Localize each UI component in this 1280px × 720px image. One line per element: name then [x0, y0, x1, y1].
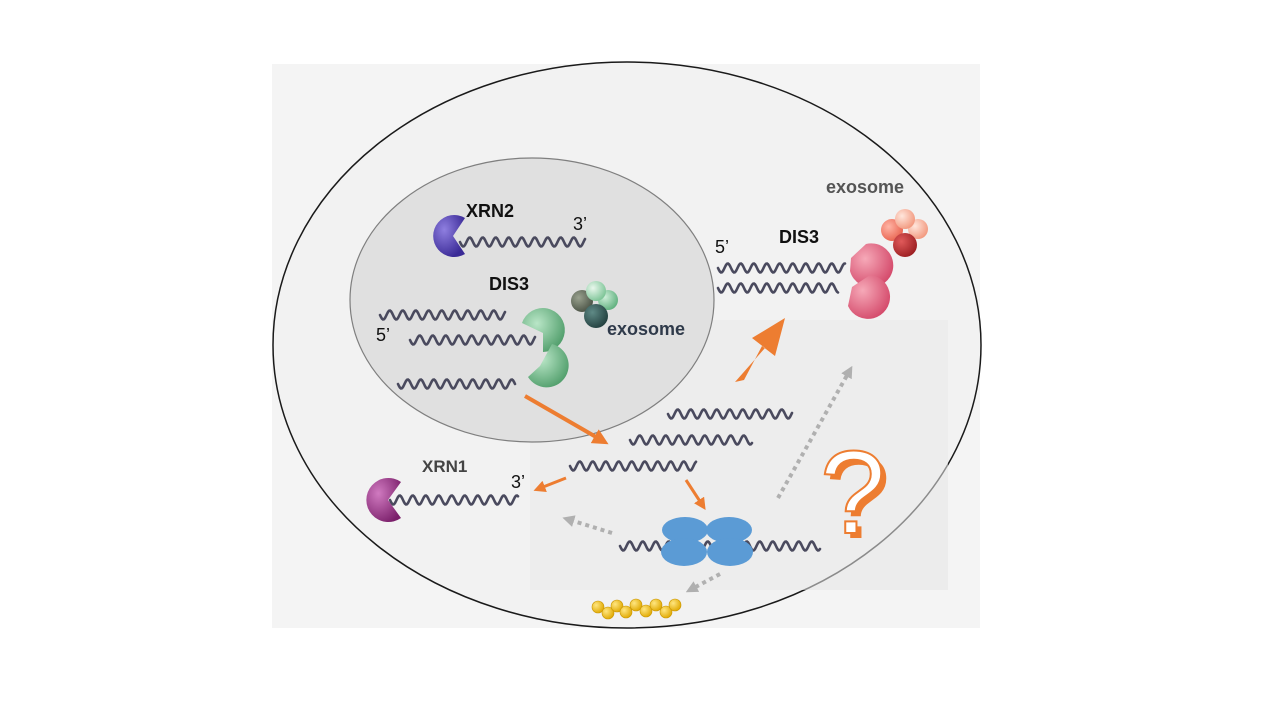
xrn2-enzyme	[433, 215, 465, 258]
rna-strand-nuc-2	[408, 334, 537, 346]
label-exosome-nucleus: exosome	[607, 319, 685, 339]
rna-strand-cyto-2	[628, 434, 754, 446]
label-xrn2: XRN2	[466, 201, 514, 221]
label-dis3-nucleus: DIS3	[489, 274, 529, 294]
label-three-prime-cytoplasm: 3’	[511, 472, 525, 492]
dotted-arrow-to-peptide	[685, 572, 721, 593]
peptide-bead	[610, 599, 624, 613]
question-mark: ? ?	[819, 426, 891, 564]
rna-strand-dis3-2	[716, 282, 840, 294]
dis3-cytoplasm-enzyme	[848, 243, 894, 319]
label-three-prime-nucleus: 3’	[573, 214, 587, 234]
rna-strand-nuc-3	[396, 378, 517, 390]
peptide-bead	[639, 604, 653, 618]
peptide-bead	[659, 605, 673, 619]
grey-dotted-arrows	[562, 365, 853, 593]
orange-arrows	[524, 318, 785, 511]
question-mark-shadow: ?	[825, 432, 891, 564]
peptide-bead	[629, 598, 643, 612]
rna-strand-dis3-1	[716, 262, 847, 274]
rna-strand-xrn2	[458, 236, 587, 248]
arrow-to-xrn1	[533, 476, 567, 492]
label-xrn1: XRN1	[422, 457, 467, 476]
arrow-to-ribosome	[684, 479, 706, 511]
rna-strands	[378, 236, 847, 552]
label-dis3-cytoplasm: DIS3	[779, 227, 819, 247]
exosome-cytoplasm-complex	[881, 209, 928, 257]
rna-strand-cyto-3	[568, 460, 698, 472]
dis3-nucleus-enzyme	[522, 308, 569, 388]
rna-strand-cyto-1	[666, 408, 794, 420]
exosome-nucleus-complex	[571, 281, 618, 328]
rna-strand-nuc-1	[378, 309, 507, 321]
label-five-prime-nucleus: 5’	[376, 325, 390, 345]
rna-strand-xrn1	[388, 494, 520, 506]
peptide-bead	[619, 605, 633, 619]
peptide-bead	[601, 606, 615, 620]
peptide-chain	[591, 598, 682, 620]
peptide-bead	[591, 600, 605, 614]
ribosome	[661, 517, 753, 566]
label-five-prime-cytoplasm: 5’	[715, 237, 729, 257]
question-mark-glyph: ?	[820, 427, 886, 559]
peptide-bead	[668, 598, 682, 612]
xrn1-enzyme	[366, 478, 401, 522]
label-exosome-cytoplasm: exosome	[826, 177, 904, 197]
dotted-arrow-to-dis3	[776, 365, 853, 499]
peptide-bead	[649, 598, 663, 612]
arrow-to-dis3-cytoplasm	[735, 318, 785, 382]
arrow-nucleus-export	[524, 394, 609, 445]
